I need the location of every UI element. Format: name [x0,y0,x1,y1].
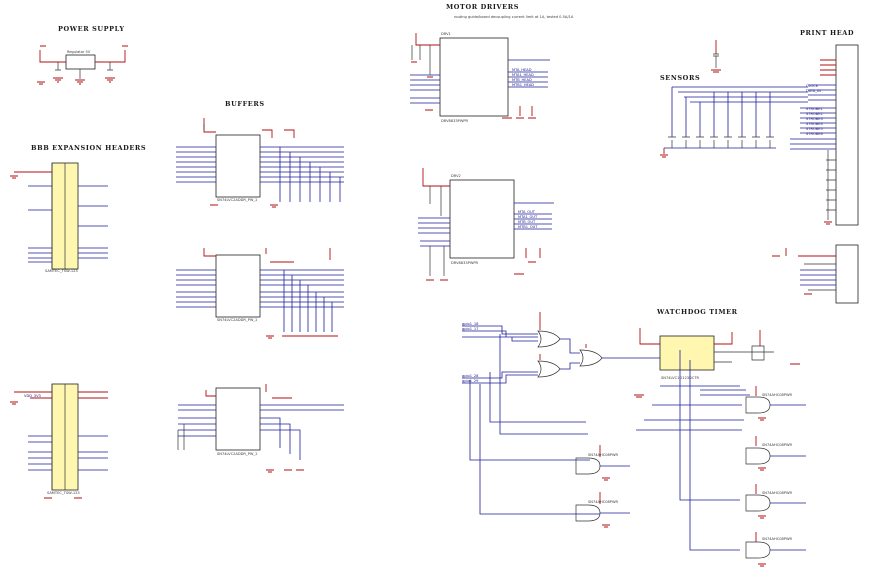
bbb-header-p9: SAMTEC_TSW-123 VDD_3V3 [10,383,108,499]
svg-text:MTB1_OUT: MTB1_OUT [518,225,538,229]
svg-text:MTB_HEAD: MTB_HEAD [512,78,532,82]
buffer-u3-part: SN74LVC2ADDR_PW_2 [217,452,258,456]
motor-driver-2: DRV2 DRV8833PWPR MTA_OUT MTA1_OUT MTB_OU… [418,168,554,281]
section-title-buffers: BUFFERS [225,100,265,108]
section-title-watchdog: WATCHDOG TIMER [656,308,738,316]
svg-text:STROBE5: STROBE5 [806,127,823,131]
and-part-3: SN74AHC08PWR [762,393,793,397]
header-p8-part: SAMTEC_TSW-123 [45,269,78,273]
buffer-u2-part: SN74LVC2ADDR_PW_2 [217,318,258,322]
section-title-sensors: SENSORS [660,74,700,82]
svg-text:DATA_IN: DATA_IN [806,89,821,93]
drv1-label: DRV1 [441,32,451,36]
drv2-label: DRV2 [451,174,461,178]
sensors-block [660,40,808,158]
svg-text:gpio1_17: gpio1_17 [462,327,478,331]
section-title-motor-drivers: MOTOR DRIVERS [446,3,519,11]
motor-net-labels-2: MTA_OUT MTA1_OUT MTB_OUT MTB1_OUT [518,210,538,229]
and-part-1: SN74AHC08PWR [588,453,619,457]
header-p9-part: SAMTEC_TSW-123 [47,491,80,495]
and-part-5: SN74AHC08PWR [762,491,793,495]
svg-text:STROBE2: STROBE2 [806,112,823,116]
watchdog-net-labels: gpio1_16 gpio1_17 gpio1_28 gpio1_29 [462,322,479,383]
svg-text:gpio1_29: gpio1_29 [462,379,479,383]
bbb-header-p8: SAMTEC_TSW-123 [10,162,108,273]
svg-text:MTA_HEAD: MTA_HEAD [512,68,532,72]
svg-text:MTA1_OUT: MTA1_OUT [518,215,538,219]
svg-text:gpio1_28: gpio1_28 [462,374,479,378]
watchdog-block: SN74LVC1G123DCTR [462,312,800,551]
p9-vdd-label: VDD_3V3 [24,394,41,398]
drv1-part: DRV8833PWPR [441,119,469,123]
head-net-labels: CLOCK DATA_IN STROBE1 STROBE2 STROBE3 ST… [806,84,824,136]
svg-text:MTB1_HEAD: MTB1_HEAD [512,83,534,87]
and-part-4: SN74AHC08PWR [762,443,793,447]
buffer-u3: SN74LVC2ADDR_PW_2 [177,384,344,473]
section-title-bbb-headers: BBB EXPANSION HEADERS [31,144,146,152]
buffer-u2: SN74LVC2ADDR_PW_2 [176,248,344,339]
section-title-print-head: PRINT HEAD [800,29,854,37]
svg-text:gpio1_16: gpio1_16 [462,322,479,326]
svg-text:MTB_OUT: MTB_OUT [518,220,536,224]
and-gates: SN74AHC08PWR SN74AHC08PWR SN74AHC08PWR S… [575,386,806,567]
svg-text:MTA1_HEAD: MTA1_HEAD [512,73,534,77]
svg-text:STROBE6: STROBE6 [806,132,824,136]
svg-text:MTA_OUT: MTA_OUT [518,210,536,214]
svg-text:CLOCK: CLOCK [806,84,819,88]
buffer-u1-part: SN74LVC2ADDR_PW_2 [217,198,258,202]
buffer-u1: SN74LVC2ADDR_PW_2 [176,118,344,208]
regulator-label: Regulator 5V [67,50,91,54]
svg-text:STROBE3: STROBE3 [806,117,823,121]
svg-text:STROBE4: STROBE4 [806,122,824,126]
print-head-connector: CLOCK DATA_IN STROBE1 STROBE2 STROBE3 ST… [772,44,859,304]
power-supply-block: Regulator 5V [37,45,128,85]
section-title-power-supply: POWER SUPPLY [58,25,125,33]
motor-note: routing guide/board decoupling current l… [454,15,574,19]
svg-text:STROBE1: STROBE1 [806,107,823,111]
motor-net-labels-1: MTA_HEAD MTA1_HEAD MTB_HEAD MTB1_HEAD [512,68,534,87]
and-part-6: SN74AHC08PWR [762,537,793,541]
drv2-part: DRV8833PWPR [451,261,479,265]
and-part-2: SN74AHC08PWR [588,500,619,504]
motor-driver-1: routing guide/board decoupling current l… [410,15,574,123]
